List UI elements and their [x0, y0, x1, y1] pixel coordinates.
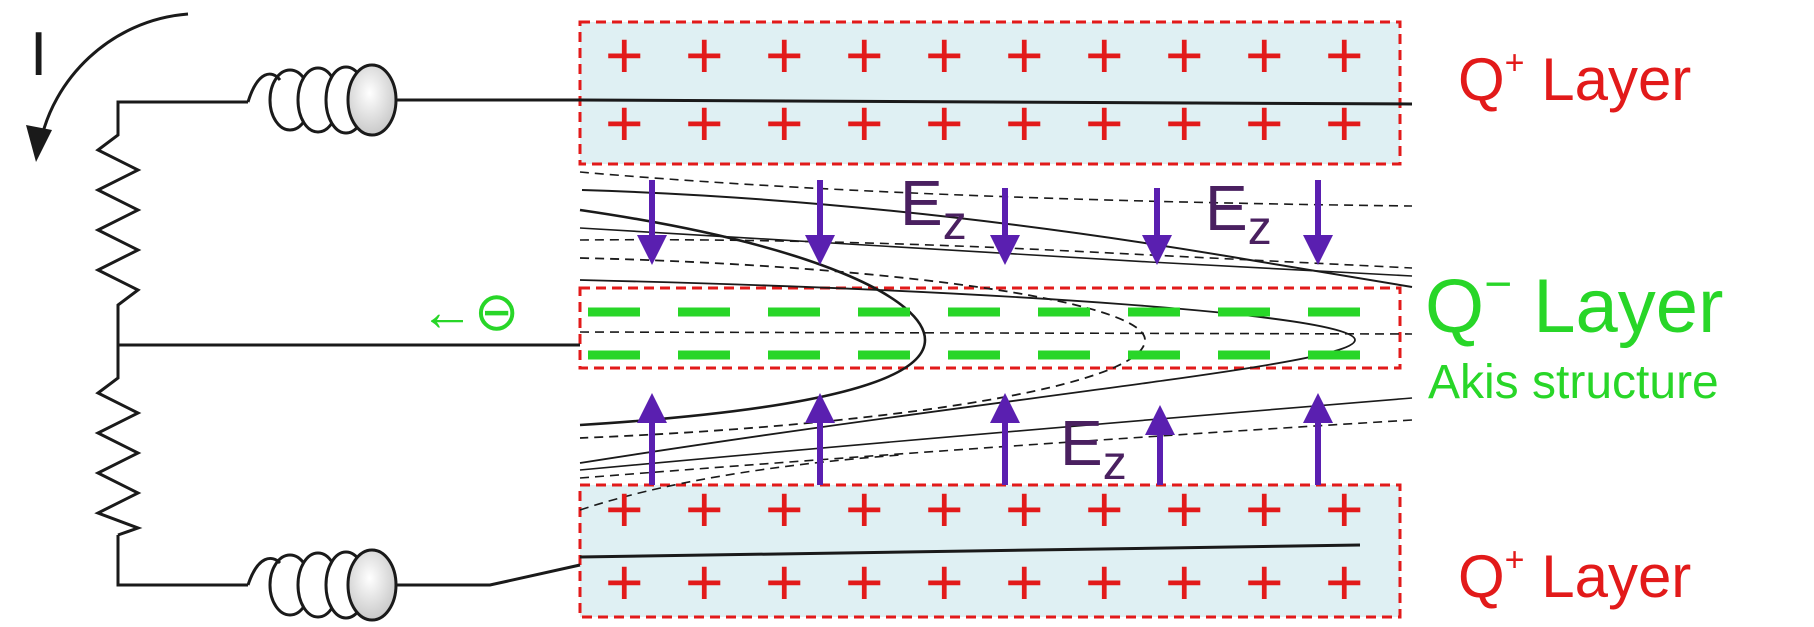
positive-charge: + [1085, 18, 1124, 92]
field-arrow-up [990, 393, 1020, 485]
field-arrow-down [1142, 188, 1172, 265]
positive-charge: + [845, 545, 884, 619]
inductor-coil-bottom [246, 548, 410, 622]
positive-charge: + [685, 545, 724, 619]
positive-charge: + [845, 86, 884, 160]
positive-charge: + [1325, 18, 1364, 92]
middle-layer-label: Q− Layer [1425, 258, 1723, 349]
positive-charge: + [1325, 545, 1364, 619]
top-wire [116, 100, 248, 108]
field-arrow-up [637, 393, 667, 485]
positive-charge: + [1005, 545, 1044, 619]
field-arrow-down [637, 180, 667, 265]
field-arrow-down [1303, 180, 1333, 265]
field-line [579, 454, 901, 511]
positive-charge: + [925, 86, 964, 160]
field-line [579, 208, 927, 427]
positive-charge: + [605, 86, 644, 160]
positive-charge: + [1245, 545, 1284, 619]
field-arrow-down [990, 188, 1020, 265]
positive-charge: + [1165, 545, 1204, 619]
field-line [579, 98, 1413, 106]
positive-charge: + [765, 472, 804, 546]
positive-charge: + [1165, 86, 1204, 160]
positive-charge: + [925, 472, 964, 546]
field-line [579, 171, 1413, 207]
structure-label: Akis structure [1428, 356, 1719, 409]
positive-charge: + [685, 86, 724, 160]
field-line [579, 419, 1413, 479]
bottom-wire [116, 535, 248, 587]
positive-charges-top-row1: + + + + + + + + + + [605, 18, 1364, 92]
positive-charges-bottom-row1: + + + + + + + + + + [605, 472, 1364, 546]
positive-charge: + [1325, 472, 1364, 546]
current-arrow-icon [38, 12, 189, 146]
field-line [579, 279, 1356, 464]
field-arrow-up [805, 393, 835, 485]
field-arrow-up [1145, 405, 1175, 485]
positive-charge: + [1165, 472, 1204, 546]
bottom-layer-label: Q+ Layer [1458, 541, 1691, 610]
positive-charge: + [1325, 86, 1364, 160]
field-line [579, 397, 1413, 471]
positive-charge: + [765, 18, 804, 92]
bottom-wire-to-layer [400, 563, 581, 587]
positive-charge: + [1245, 18, 1284, 92]
positive-charge: + [1085, 545, 1124, 619]
positive-charge: + [1085, 472, 1124, 546]
top-layer-label: Q+ Layer [1458, 44, 1691, 113]
field-arrow-up [1303, 393, 1333, 485]
positive-charge: + [1005, 86, 1044, 160]
field-line [579, 543, 1361, 559]
positive-charge: + [1245, 472, 1284, 546]
field-label-top-right: Ez [1205, 172, 1272, 255]
field-label-bottom: Ez [1060, 407, 1127, 490]
field-label-top-left: Ez [900, 167, 967, 250]
field-arrows [637, 180, 1333, 485]
positive-charge: + [925, 18, 964, 92]
field-arrow-down [805, 180, 835, 265]
positive-charges-bottom-row2: + + + + + + + + + + [605, 545, 1364, 619]
positive-charge: + [605, 18, 644, 92]
positive-charge: + [765, 86, 804, 160]
current-label: I [30, 20, 47, 89]
positive-charge: + [925, 545, 964, 619]
positive-charge: + [845, 472, 884, 546]
positive-charge: + [1085, 86, 1124, 160]
resistor-top [94, 108, 142, 345]
positive-charge: + [765, 545, 804, 619]
positive-charges-top-row2: + + + + + + + + + + [605, 86, 1364, 160]
circuit [94, 98, 581, 587]
field-line [579, 257, 1146, 439]
top-positive-layer [578, 20, 1402, 166]
inductor-coil-top [246, 63, 410, 137]
positive-charge: + [1005, 472, 1044, 546]
positive-charge: + [685, 18, 724, 92]
positive-charge: + [605, 472, 644, 546]
positive-charge: + [605, 545, 644, 619]
positive-charge: + [845, 18, 884, 92]
field-line [579, 331, 1413, 335]
field-line [581, 189, 1413, 288]
current-arrowhead-icon [26, 125, 52, 162]
positive-charge: + [685, 472, 724, 546]
positive-charge: + [1245, 86, 1284, 160]
negative-charges [588, 307, 1395, 360]
field-line [579, 227, 1413, 277]
resistor-bottom [94, 345, 143, 537]
electron-label: ←⊖ [420, 282, 519, 342]
positive-charge: + [1005, 18, 1044, 92]
positive-charge: + [1165, 18, 1204, 92]
